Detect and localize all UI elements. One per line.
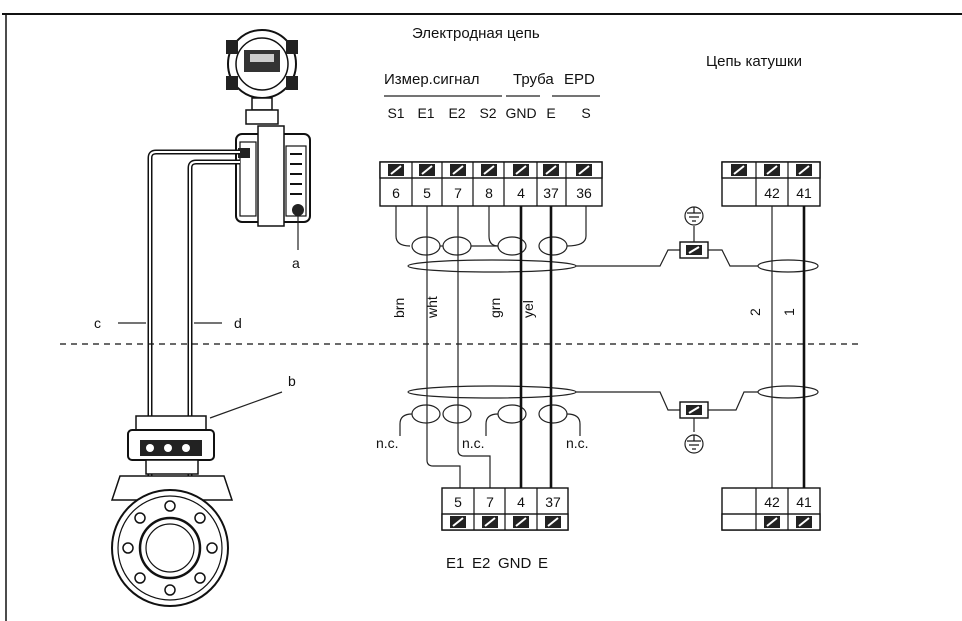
- top-terminal-7: 7: [454, 185, 462, 201]
- label-d: d: [234, 315, 242, 331]
- top-terminal-5: 5: [423, 185, 431, 201]
- leader-b: [209, 391, 283, 419]
- bottom-terminal-7: 7: [486, 494, 494, 510]
- bottom-label-e: E: [538, 555, 548, 572]
- coil-bottom-terminal-42: 42: [764, 494, 780, 510]
- wire-label-brn: brn: [391, 298, 407, 318]
- term-label-e1: E1: [417, 105, 434, 121]
- electrode-circuit-title: Электродная цепь: [412, 25, 540, 42]
- coil-top-terminal-41: 41: [796, 185, 812, 201]
- bottom-terminal-block: [441, 487, 569, 531]
- cables-c-d: [147, 149, 240, 520]
- term-label-gnd: GND: [505, 105, 536, 121]
- label-b: b: [288, 373, 296, 389]
- top-shield-wiring: [395, 206, 819, 273]
- nc-label-1: n.c.: [376, 435, 399, 451]
- term-label-s2: S2: [479, 105, 496, 121]
- bottom-shield-wiring: [399, 385, 819, 454]
- coil-wire-label-1: 1: [781, 308, 797, 316]
- term-label-s1: S1: [387, 105, 404, 121]
- term-label-e2: E2: [448, 105, 465, 121]
- bottom-label-e2: E2: [472, 555, 490, 572]
- bottom-label-gnd: GND: [498, 555, 532, 572]
- top-coil-terminal-block: [721, 161, 821, 207]
- pipe-label: Труба: [513, 71, 554, 88]
- measure-signal-label: Измер.сигнал: [384, 71, 480, 88]
- bottom-coil-terminal-block: [721, 487, 821, 531]
- bottom-terminal-4: 4: [517, 494, 525, 510]
- nc-label-3: n.c.: [566, 435, 589, 451]
- bottom-terminal-5: 5: [454, 494, 462, 510]
- coil-wire-label-2: 2: [747, 308, 763, 316]
- top-terminal-37: 37: [543, 185, 559, 201]
- sensor-illustration: [110, 415, 234, 607]
- bottom-terminal-37: 37: [545, 494, 561, 510]
- label-c: c: [94, 315, 101, 331]
- wire-label-grn: grn: [487, 298, 503, 318]
- coil-bottom-terminal-41: 41: [796, 494, 812, 510]
- transmitter-illustration: [226, 29, 311, 227]
- wire-label-yel: yel: [520, 300, 536, 318]
- label-a: a: [292, 255, 300, 271]
- coil-top-terminal-42: 42: [764, 185, 780, 201]
- top-terminal-6: 6: [392, 185, 400, 201]
- top-terminal-4: 4: [517, 185, 525, 201]
- bottom-label-e1: E1: [446, 555, 464, 572]
- signal-conductors: [426, 206, 806, 488]
- coil-circuit-title: Цепь катушки: [706, 53, 802, 70]
- term-label-e: E: [546, 105, 555, 121]
- top-terminal-8: 8: [485, 185, 493, 201]
- wire-label-wht: wht: [424, 296, 440, 319]
- top-terminal-block: [379, 161, 603, 207]
- term-label-s: S: [581, 105, 590, 121]
- top-terminal-36: 36: [576, 185, 592, 201]
- nc-label-2: n.c.: [462, 435, 485, 451]
- epd-label: EPD: [564, 71, 595, 88]
